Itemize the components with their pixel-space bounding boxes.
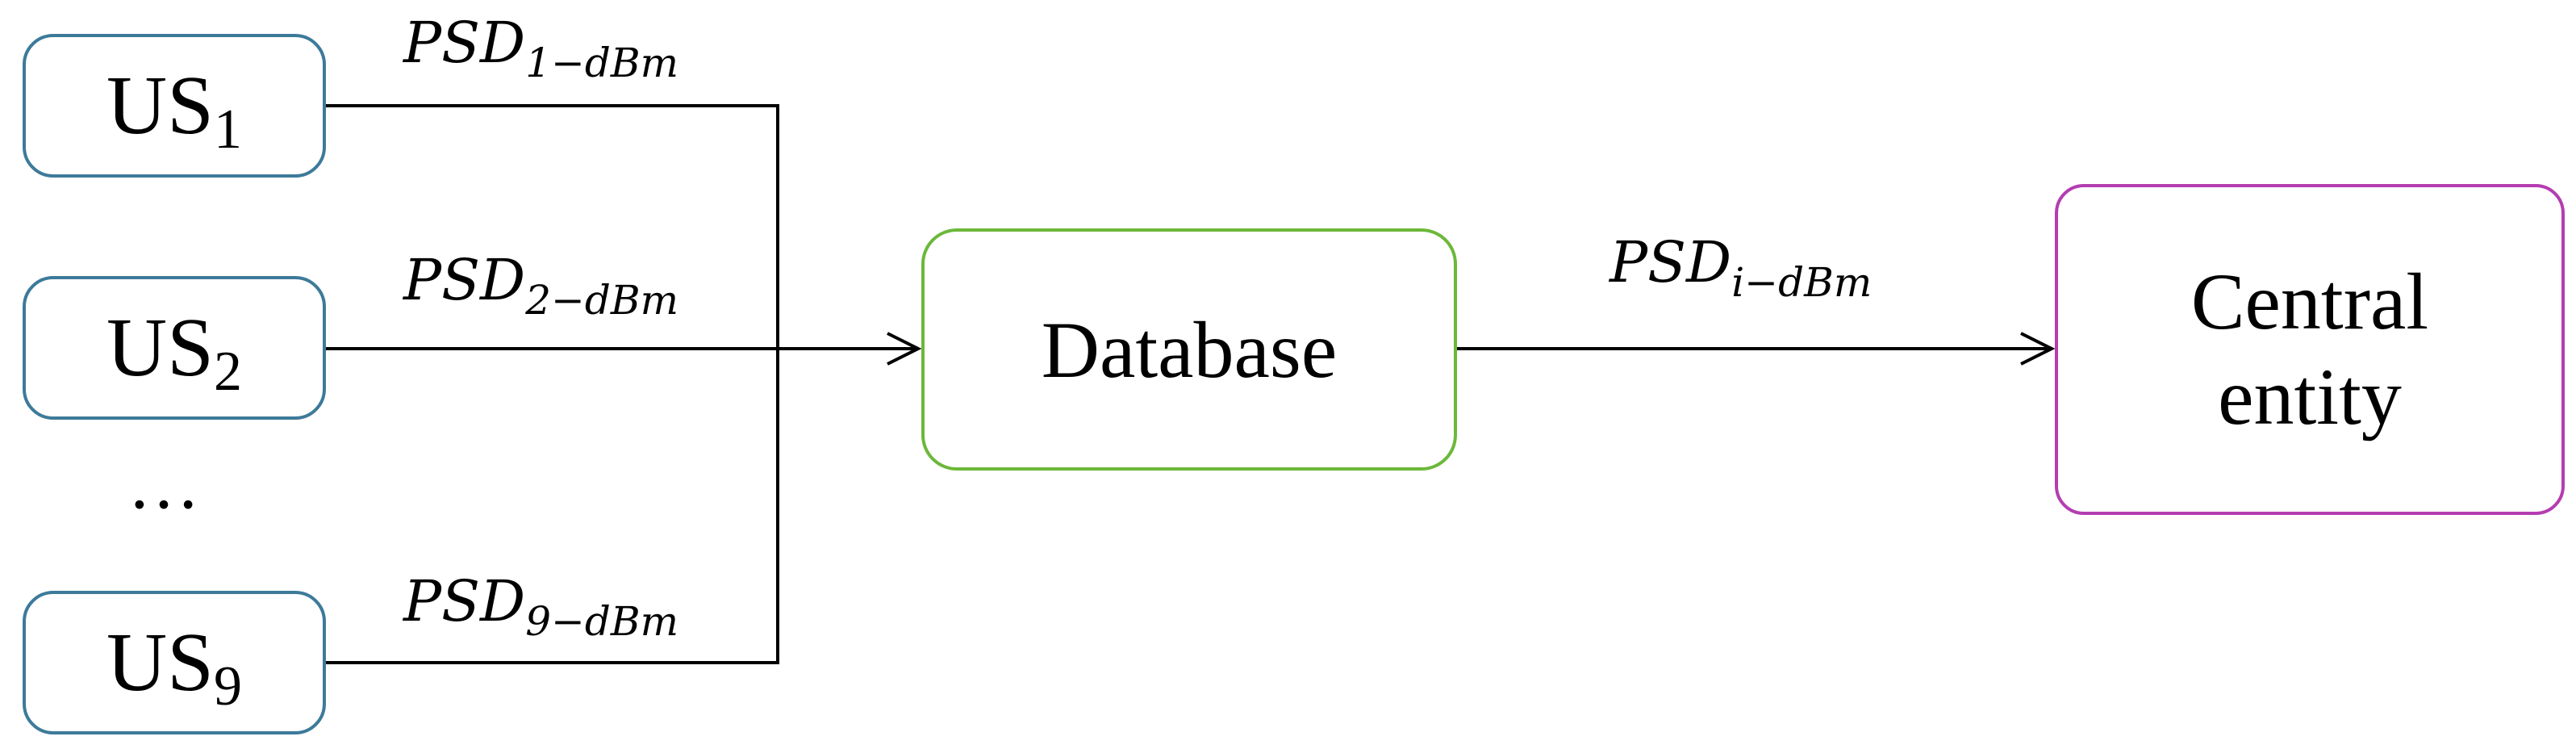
us-9-label: US xyxy=(106,616,214,709)
us-2-subscript: 2 xyxy=(213,341,242,403)
central-entity-node: Central entity xyxy=(2055,184,2565,515)
database-node: Database xyxy=(921,228,1457,471)
arrowhead-central-entity xyxy=(2020,332,2056,366)
edge-label-psd-i-subscript: i−dBm xyxy=(1731,259,1873,306)
central-entity-label-line1: Central xyxy=(2190,257,2429,346)
edge-label-psd-1-main: PSD xyxy=(403,10,526,76)
edge-label-psd-2-main: PSD xyxy=(403,247,526,313)
us-1-subscript: 1 xyxy=(213,98,242,161)
us-1-label: US xyxy=(106,59,214,152)
arrowhead-database xyxy=(887,332,922,366)
us-2-label: US xyxy=(106,301,214,394)
central-entity-label-line2: entity xyxy=(2218,352,2402,441)
edge-label-psd-9-subscript: 9−dBm xyxy=(525,598,679,645)
us-9-subscript: 9 xyxy=(213,655,242,718)
database-label: Database xyxy=(1041,304,1338,395)
edge-label-psd-i: PSDi−dBm xyxy=(1609,234,1872,303)
edge-label-psd-2-subscript: 2−dBm xyxy=(525,277,679,324)
ellipsis: … xyxy=(127,444,200,524)
edge-label-psd-1-subscript: 1−dBm xyxy=(525,40,679,86)
edge-label-psd-1: PSD1−dBm xyxy=(403,15,678,83)
edge-label-psd-9-main: PSD xyxy=(403,568,526,634)
edge-label-psd-2: PSD2−dBm xyxy=(403,252,678,320)
edge-label-psd-i-main: PSD xyxy=(1609,229,1732,295)
edge-label-psd-9: PSD9−dBm xyxy=(403,573,678,642)
